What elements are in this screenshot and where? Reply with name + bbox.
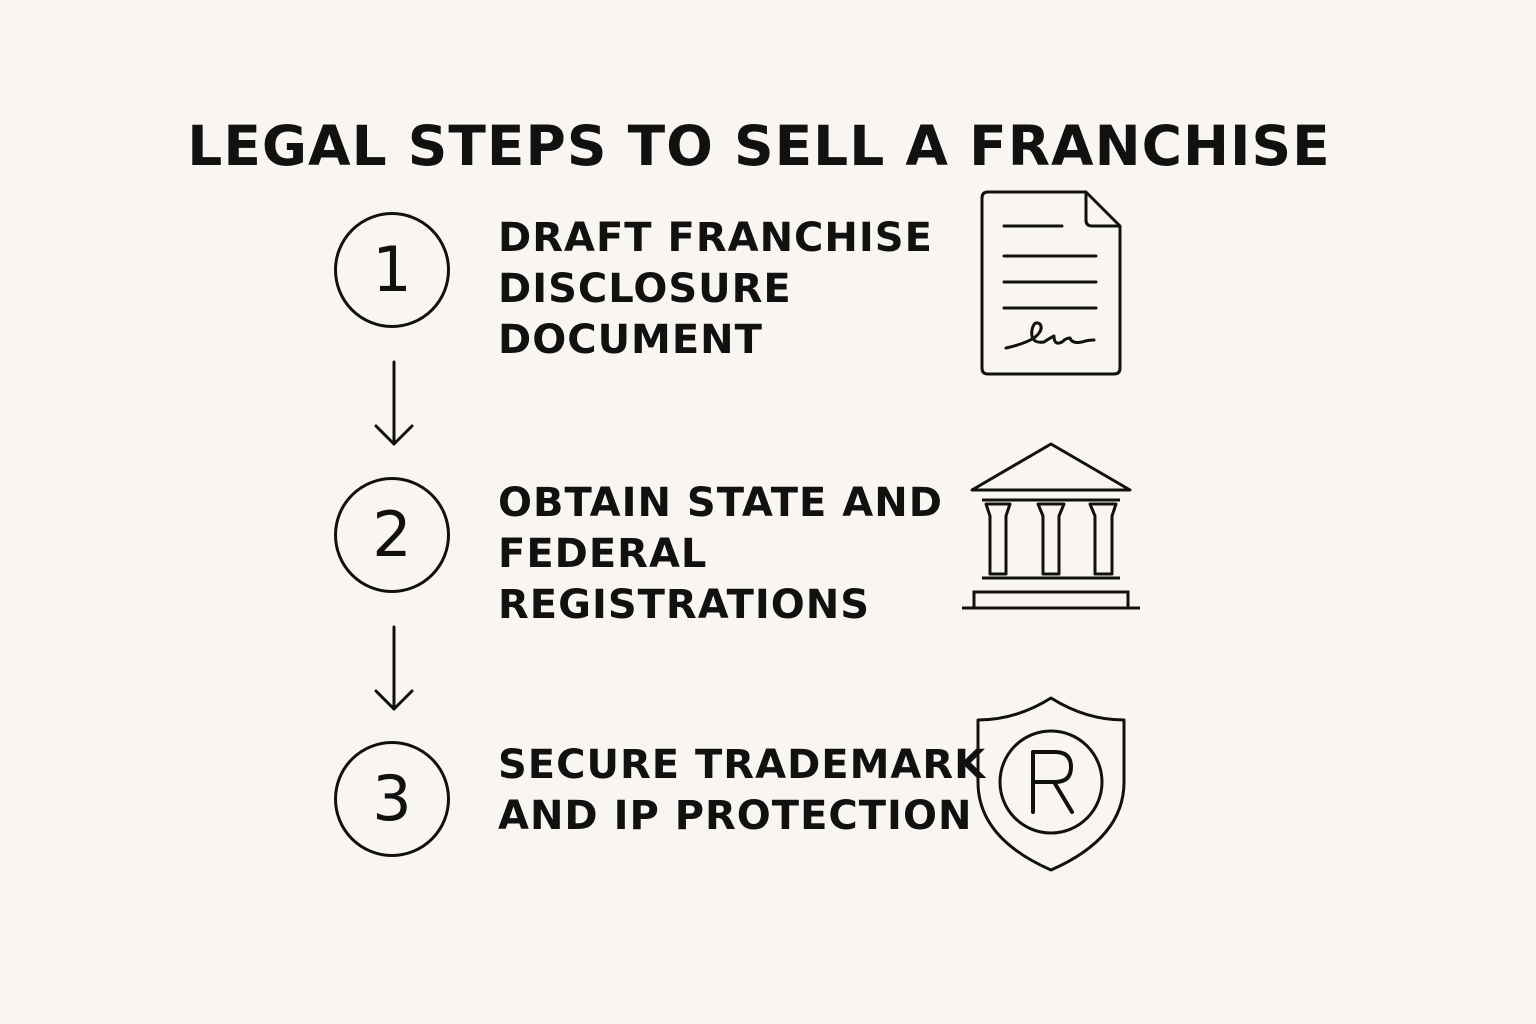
step-1-number-circle: 1 <box>334 212 450 328</box>
down-arrow-icon <box>374 360 414 446</box>
step-1-number: 1 <box>372 233 412 306</box>
registered-trademark-shield-icon <box>976 696 1126 872</box>
step-1-line-1: DRAFT FRANCHISE <box>498 215 933 261</box>
step-1-line-3: DOCUMENT <box>498 317 763 363</box>
step-2-line-3: REGISTRATIONS <box>498 582 871 628</box>
step-2-number-circle: 2 <box>334 477 450 593</box>
step-2-number: 2 <box>372 498 412 571</box>
step-3-line-1: SECURE TRADEMARK <box>498 742 987 788</box>
government-building-icon <box>962 442 1140 610</box>
step-2-text: OBTAIN STATE AND FEDERAL REGISTRATIONS <box>498 478 943 631</box>
step-3-text: SECURE TRADEMARK AND IP PROTECTION <box>498 740 986 842</box>
page-title: LEGAL STEPS TO SELL A FRANCHISE <box>187 113 1331 178</box>
step-1-text: DRAFT FRANCHISE DISCLOSURE DOCUMENT <box>498 213 933 366</box>
down-arrow-icon <box>374 625 414 711</box>
step-2-line-2: FEDERAL <box>498 531 708 577</box>
step-3-number: 3 <box>372 762 412 835</box>
signed-document-icon <box>980 190 1122 376</box>
step-3-line-2: AND IP PROTECTION <box>498 793 973 839</box>
step-2-line-1: OBTAIN STATE AND <box>498 480 943 526</box>
step-3-number-circle: 3 <box>334 741 450 857</box>
step-1-line-2: DISCLOSURE <box>498 266 792 312</box>
